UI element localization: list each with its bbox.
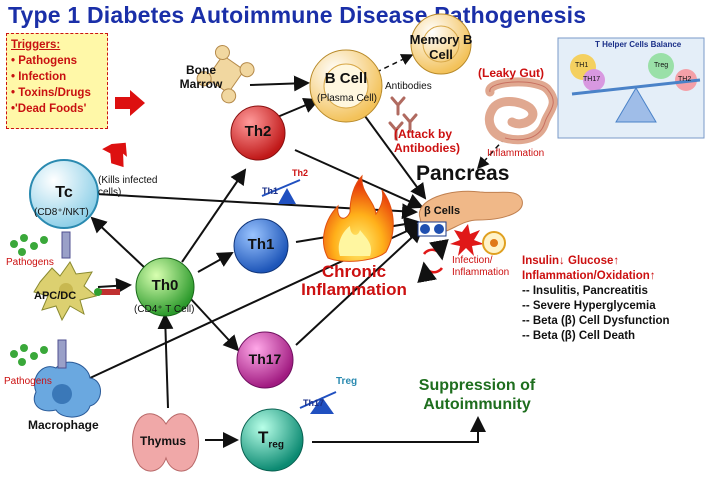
pathogens-label-2: Pathogens	[4, 376, 52, 387]
arrow-th2-bcell	[274, 98, 320, 119]
memory-bcell-circle	[410, 13, 472, 75]
damage-burst-icon	[450, 224, 484, 256]
leaky-gut-label: (Leaky Gut)	[478, 66, 545, 80]
triggers-heading: Triggers:	[11, 39, 61, 51]
suppression-label: Suppression of Autoimmunity	[418, 377, 536, 413]
results-panel: Insulin↓ Glucose↑ Inflammation/Oxidation…	[522, 254, 670, 344]
bone-marrow-label: Bone Marrow	[179, 63, 223, 91]
th0-sub-label: (CD4⁺ T Cell)	[134, 304, 195, 315]
th0-cell-circle	[135, 257, 195, 317]
triggers-box: Triggers: • Pathogens • Infection • Toxi…	[6, 33, 108, 129]
chronic-inflammation-label: Chronic Inflammation	[301, 262, 407, 299]
arrow-th0-tc	[90, 216, 146, 269]
memory-bcell-label: Memory B Cell	[409, 32, 473, 62]
arrow-th17-pancreas	[295, 226, 424, 346]
balance-th17: TH17	[583, 76, 601, 83]
plasma-cell-label: (Plasma Cell)	[316, 93, 377, 104]
seesaw-th17-label: Th17	[303, 398, 325, 408]
trigger-item: • Pathogens	[11, 55, 78, 67]
page-title: Type 1 Diabetes Autoimmune Disease Patho…	[8, 2, 587, 28]
trigger-item: • Infection	[11, 71, 67, 83]
treg-main: T	[258, 428, 269, 447]
arrow-th0-th17	[189, 297, 240, 352]
th2-cell-circle	[230, 105, 286, 161]
th2-label: Th2	[244, 123, 272, 140]
trigger-item: • Toxins/Drugs	[11, 87, 91, 99]
result-item: -- Severe Hyperglycemia	[522, 300, 656, 312]
arrow-bcell-pancreas	[361, 111, 427, 200]
arrow-marrow-bcell	[249, 75, 310, 92]
pancreas-label: Pancreas	[416, 162, 510, 185]
th17-label: Th17	[248, 351, 282, 367]
bone-icon	[196, 44, 255, 104]
antibody-icon	[388, 96, 418, 141]
arrow-treg-suppression	[312, 416, 486, 443]
tc-note-label: (Kills infected cells)	[98, 175, 158, 198]
result-inflammation: Inflammation/Oxidation↑	[522, 270, 656, 282]
result-item: -- Insulitis, Pancreatitis	[522, 285, 648, 297]
treg-cell-circle	[240, 408, 304, 472]
trigger-item: •'Dead Foods'	[11, 103, 87, 115]
th1-th2-seesaw	[261, 179, 301, 204]
beta-cells-label: β Cells	[424, 205, 461, 217]
th17-cell-circle	[236, 331, 294, 389]
pathogens-label-1: Pathogens	[6, 257, 54, 268]
result-insulin-glucose: Insulin↓ Glucose↑	[522, 255, 620, 267]
apc-dc-label: APC/DC	[34, 290, 77, 302]
inflammation-label: Inflammation	[487, 148, 545, 159]
balance-th1: TH1	[575, 62, 589, 69]
th1-label: Th1	[247, 236, 275, 253]
th0-label: Th0	[151, 277, 179, 294]
arrow-th2-pancreas	[294, 149, 424, 209]
cycle-arrows-icon	[417, 238, 449, 284]
macrophage-label: Macrophage	[28, 418, 99, 432]
macrophage-icon	[33, 339, 101, 418]
intestine-icon	[484, 77, 558, 145]
bcell-label: B Cell	[324, 70, 368, 87]
arrow-th0-th2	[181, 168, 247, 263]
trigger-arrow-down	[102, 142, 127, 168]
infection-inflammation-label: Infection/ Inflammation	[452, 255, 510, 278]
arrow-th0-th1	[197, 252, 234, 273]
th1-cell-circle	[233, 218, 289, 274]
result-item: -- Beta (β) Cell Death	[522, 330, 636, 342]
arrow-apc-th0	[97, 277, 132, 294]
th-balance-label: T Helper Cells Balance	[595, 40, 682, 49]
result-item: -- Beta (β) Cell Dysfunction	[522, 315, 670, 327]
fire-icon	[323, 174, 394, 262]
th17-treg-seesaw	[299, 391, 337, 414]
arrow-gut-pancreas	[476, 137, 506, 170]
apc-dc-icon	[33, 231, 120, 322]
thymus-label: Thymus	[140, 434, 187, 448]
treg-label: Treg	[258, 428, 284, 450]
balance-th2: TH2	[678, 76, 692, 83]
pathogen-icon	[10, 234, 48, 366]
tc-cell-circle	[29, 159, 99, 229]
treg-sub: reg	[268, 439, 284, 451]
antibodies-label: Antibodies	[385, 81, 432, 92]
seesaw-th2-label: Th2	[292, 168, 309, 178]
thymus-icon	[132, 413, 199, 472]
balance-treg: Treg	[654, 62, 669, 69]
tc-label: Tc	[55, 184, 73, 201]
seesaw-th1-label: Th1	[262, 186, 279, 196]
pancreas-icon	[417, 190, 523, 237]
seesaw-treg-label: Treg	[336, 376, 358, 387]
tc-sub-label: (CD8⁺/NKT)	[34, 207, 89, 218]
arrow-thymus-th0	[157, 313, 174, 409]
attack-label: (Attack by Antibodies)	[394, 127, 460, 155]
trigger-arrow-right	[115, 90, 145, 116]
